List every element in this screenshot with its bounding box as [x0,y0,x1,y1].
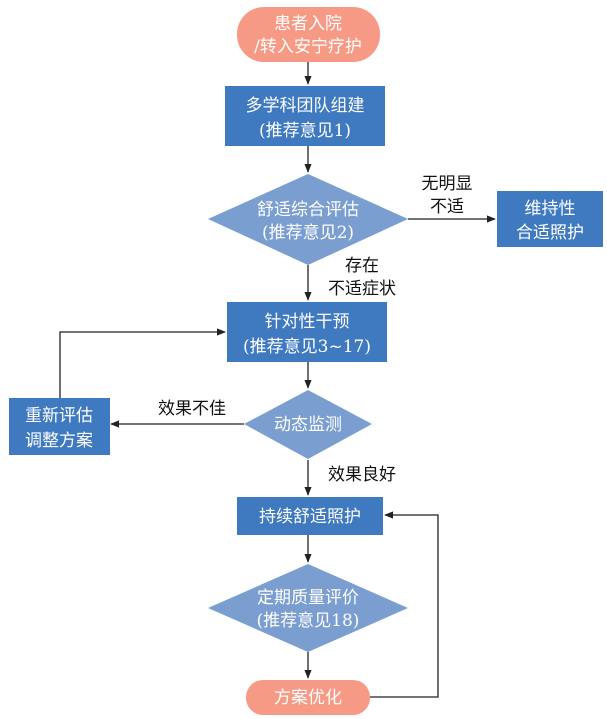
comfort-assessment-label-1: 舒适综合评估 [257,200,359,220]
maintain-label-2: 合适照护 [516,223,584,243]
edge-label-good-effect: 效果良好 [328,465,396,485]
quality-eval-label-1: 定期质量评价 [257,588,359,608]
edge-reassess-to-intervention [59,328,226,398]
comfort-assessment-node [208,174,408,265]
intervention-label-1: 针对性干预 [265,312,350,332]
edge-label-has-discomfort-1: 存在 [345,256,379,276]
reassess-label-1: 重新评估 [25,406,93,426]
reassess-node [9,398,110,455]
continued-care-label: 持续舒适照护 [259,507,361,527]
maintain-label-1: 维持性 [525,199,576,219]
edge-optimization-to-continued-care [370,511,439,698]
comfort-assessment-label-2: (推荐意见2) [262,223,354,243]
monitoring-label: 动态监测 [274,415,342,435]
maintain-node [497,191,603,247]
intervention-node [227,302,387,362]
optimization-node [246,680,370,715]
continued-care-node [237,497,383,535]
monitoring-node [244,390,372,459]
admission-node [237,7,380,62]
reassess-label-2: 调整方案 [25,431,93,451]
admission-label-1: 患者入院 [274,14,342,34]
optimization-label: 方案优化 [274,688,342,708]
quality-eval-label-2: (推荐意见18) [257,611,360,631]
team-node [225,86,385,146]
edge-label-has-discomfort-2: 不适症状 [328,279,396,299]
quality-eval-node [208,564,408,652]
edge-label-no-discomfort-1: 无明显 [422,174,473,194]
edge-label-poor-effect: 效果不佳 [158,399,226,419]
admission-label-2: /转入安宁疗护 [254,37,362,57]
team-label-1: 多学科团队组建 [246,96,365,116]
edge-label-no-discomfort-2: 不适 [430,197,464,217]
intervention-label-2: (推荐意见3~17) [243,337,371,357]
team-label-2: (推荐意见1) [259,121,351,141]
